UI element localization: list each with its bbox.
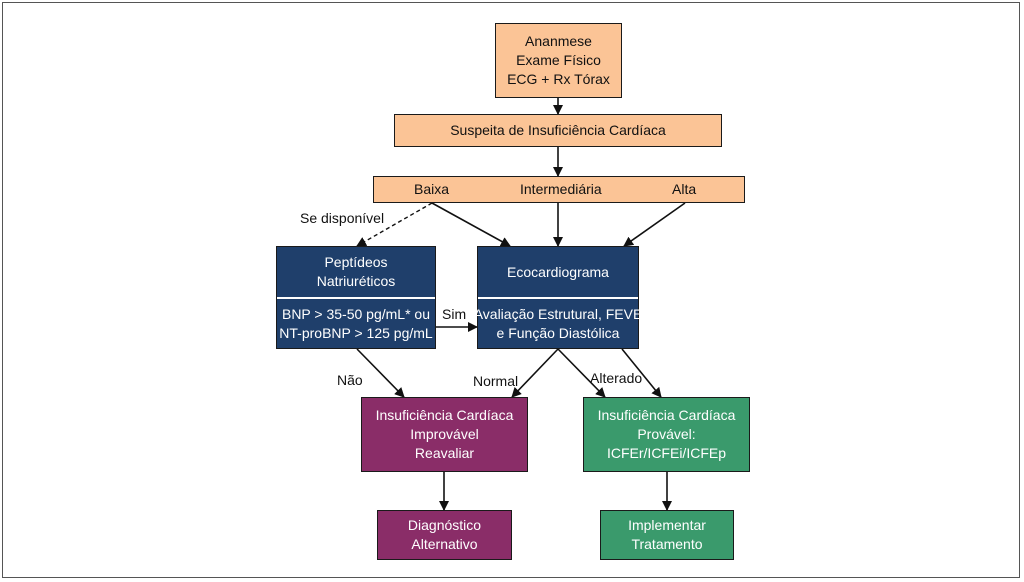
peptideos-divider [277,297,435,299]
arrow-alta-to-eco [623,202,686,247]
suspeita-text: Suspeita de Insuficiência Cardíaca [450,122,666,138]
label-se-disponivel: Se disponível [300,210,385,226]
diagnostico-line-1: Diagnóstico [407,517,482,533]
peptideos-title-line-1: Peptídeos [324,254,388,270]
peptideos-title-line-2: Natriuréticos [316,273,396,289]
eco-detail-line-2: e Função Diastólica [496,324,620,341]
improvavel-box: Insuficiência Cardíaca Improvável Reaval… [361,397,528,472]
tratamento-box: Implementar Tratamento [600,510,734,560]
anamnese-line-3: ECG + Rx Tórax [507,71,610,87]
tratamento-line-1: Implementar [628,517,706,533]
diagnostico-line-2: Alternativo [411,536,478,552]
probabilidade-bar: Baixa Intermediária Alta [373,176,745,203]
diagnostico-box: Diagnóstico Alternativo [377,510,512,560]
eco-detail-line-1: Avaliação Estrutural, FEVE [473,305,643,322]
provavel-line-3: ICFEr/ICFEi/ICFEp [606,445,726,461]
provavel-line-1: Insuficiência Cardíaca [597,407,736,423]
level-alta: Alta [672,181,697,197]
peptideos-criteria: BNP > 35-50 pg/mL* ou NT-proBNP > 125 pg… [277,299,435,348]
ecocardiograma-box: Ecocardiograma Avaliação Estrutural, FEV… [474,246,643,349]
anamnese-line-1: Ananmese [525,33,592,49]
arrow-eco-to-provavel-left [557,348,606,398]
provavel-line-2: Provável: [637,426,696,442]
improvavel-line-3: Reavaliar [414,445,475,461]
level-intermediaria: Intermediária [520,181,602,197]
arrow-eco-to-improvavel [511,348,559,398]
eco-detail: Avaliação Estrutural, FEVE e Função Dias… [474,299,643,348]
anamnese-line-2: Exame Físico [516,52,601,68]
eco-title-text: Ecocardiograma [507,263,609,280]
provavel-box: Insuficiência Cardíaca Provável: ICFEr/I… [583,397,750,472]
label-normal: Normal [473,373,519,389]
peptideos-criteria-line-1: BNP > 35-50 pg/mL* ou [281,305,430,322]
label-alterado: Alterado [590,370,643,386]
peptideos-box: Peptídeos Natriuréticos BNP > 35-50 pg/m… [276,246,436,349]
improvavel-line-2: Improvável [410,426,479,442]
eco-divider [478,297,638,299]
improvavel-line-1: Insuficiência Cardíaca [375,407,514,423]
suspeita-box: Suspeita de Insuficiência Cardíaca [394,114,722,147]
arrow-peptideos-to-improvavel [356,348,405,398]
tratamento-line-2: Tratamento [631,536,703,552]
arrow-baixa-to-peptideos [356,202,433,247]
level-baixa: Baixa [414,181,450,197]
peptideos-title: Peptídeos Natriuréticos [277,247,435,297]
arrow-baixa-to-eco [431,202,511,247]
anamnese-box: Ananmese Exame Físico ECG + Rx Tórax [495,23,622,98]
arrow-eco-to-provavel-right [621,348,662,398]
label-sim: Sim [442,306,467,322]
eco-title: Ecocardiograma [478,247,638,297]
label-nao: Não [337,372,363,388]
peptideos-criteria-line-2: NT-proBNP > 125 pg/mL [279,324,433,341]
